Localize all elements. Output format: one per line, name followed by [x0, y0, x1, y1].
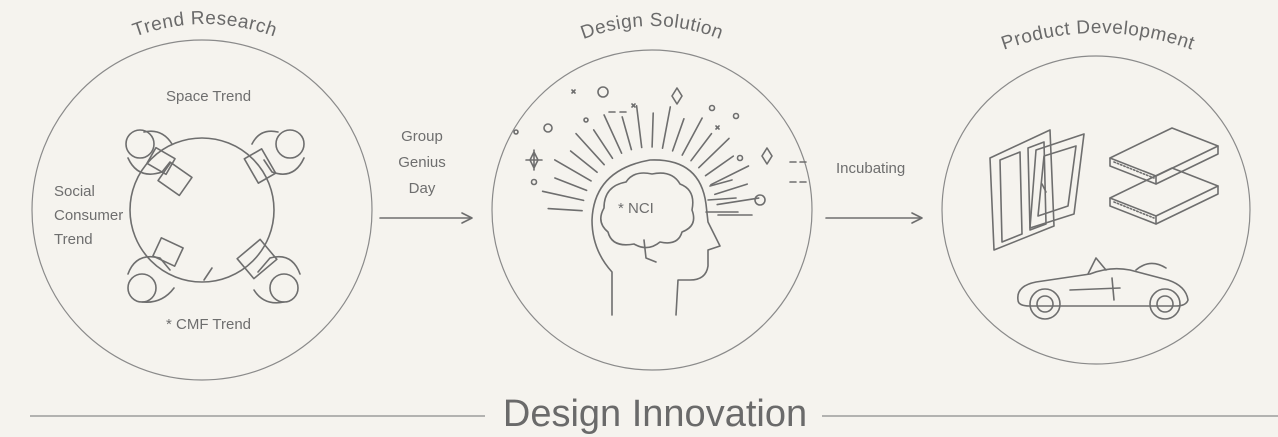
ray-line — [603, 114, 623, 154]
label-social-consumer-trend: Social Consumer Trend — [54, 180, 123, 252]
stage-title-trend-research: Trend Research — [130, 8, 280, 42]
meeting-table-illustration — [125, 129, 305, 304]
ray-line — [681, 117, 703, 156]
ray-line — [553, 159, 592, 182]
ray-line — [635, 105, 643, 149]
ray-line — [541, 190, 585, 202]
label-space-trend: Space Trend — [166, 88, 252, 105]
arrow-label-group-genius-day: Group Genius Day — [382, 124, 462, 202]
footer-design-innovation: Design Innovation — [502, 393, 808, 435]
ray-line — [704, 155, 735, 177]
label-social: Social — [54, 183, 95, 200]
ray-line — [651, 112, 655, 148]
label-trend: Trend — [54, 231, 93, 248]
arrow-label-incubating: Incubating — [836, 160, 906, 177]
ray-line — [710, 165, 750, 186]
ray-line — [671, 118, 685, 152]
label-day: Day — [408, 180, 436, 197]
ray-line — [716, 197, 760, 206]
ray-line — [661, 106, 672, 149]
ray-line — [707, 197, 737, 201]
stage-title-design-solution: Design Solution — [578, 10, 726, 44]
label-nci: * NCI — [618, 200, 654, 217]
ray-line — [621, 116, 633, 151]
window-frame-illustration — [989, 129, 1085, 251]
ray-line — [697, 137, 730, 169]
panel-boards-illustration — [1109, 127, 1219, 225]
ray-line — [554, 177, 588, 192]
trend-research-circle — [31, 39, 373, 381]
ray-line — [709, 179, 733, 187]
ray-line — [575, 132, 606, 166]
label-group: Group — [401, 128, 443, 145]
ray-line — [690, 132, 713, 162]
arrow-group-genius-day — [379, 212, 473, 224]
label-consumer: Consumer — [54, 207, 124, 224]
ray-line — [569, 150, 598, 174]
label-cmf-trend: * CMF Trend — [166, 316, 252, 333]
ray-line — [547, 207, 583, 212]
head-brain-illustration — [513, 86, 807, 316]
ray-line — [713, 183, 749, 196]
design-solution-circle — [491, 49, 813, 371]
arrow-incubating — [825, 212, 923, 224]
ray-line — [592, 129, 614, 160]
convertible-car-illustration — [1017, 257, 1189, 320]
product-development-circle — [941, 55, 1251, 365]
stage-title-product-development: Product Development — [999, 17, 1198, 55]
label-genius: Genius — [398, 154, 446, 171]
